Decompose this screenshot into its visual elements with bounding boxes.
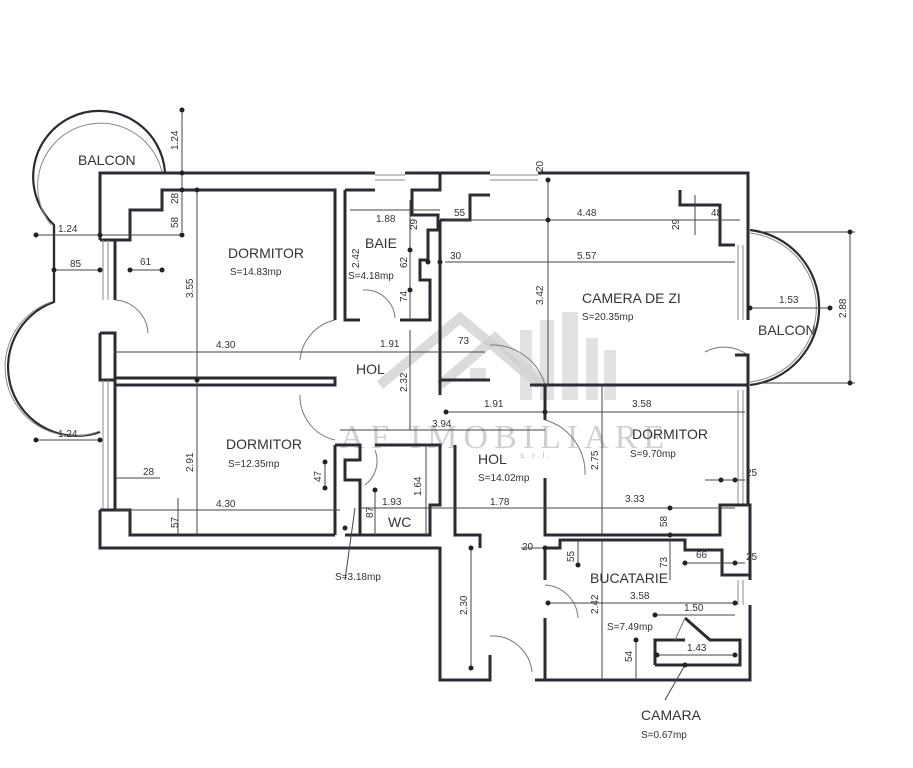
room-area-hol-2: S=14.02mp xyxy=(478,473,530,484)
dim-label: 1.50 xyxy=(684,603,704,614)
dim-label: 1.24 xyxy=(58,429,78,440)
room-label-camara: CAMARA xyxy=(641,707,702,723)
dim-label: 1.78 xyxy=(490,497,510,508)
dim-label: 48 xyxy=(711,208,723,219)
dim-label: 20 xyxy=(522,542,534,553)
room-label-dormitor-2: DORMITOR xyxy=(226,436,302,452)
dim-label: 1.24 xyxy=(170,130,181,150)
dim-label: 1.43 xyxy=(687,643,707,654)
room-area-camara: S=0.67mp xyxy=(641,730,687,741)
dim-label: 3.58 xyxy=(632,399,652,410)
dim-label: 3.58 xyxy=(630,591,650,602)
dim-label: 25 xyxy=(746,552,758,563)
dim-label: 57 xyxy=(170,516,181,528)
dim-label: 2.88 xyxy=(838,298,849,318)
dim-label: 74 xyxy=(399,290,410,302)
room-label-bucatarie: BUCATARIE xyxy=(590,570,668,586)
room-area-dormitor-1: S=14.83mp xyxy=(230,267,282,278)
watermark-logo-icon xyxy=(376,311,616,400)
room-label-baie: BAIE xyxy=(365,235,397,251)
dim-label: 1.64 xyxy=(413,476,424,496)
room-label-hol-1: HOL xyxy=(356,361,385,377)
dim-label: 62 xyxy=(399,256,410,268)
room-area-dormitor-3: S=9.70mp xyxy=(630,449,676,460)
balcon-left xyxy=(4,109,167,437)
dim-label: 1.53 xyxy=(779,295,799,306)
room-label-camera-de-zi: CAMERA DE ZI xyxy=(582,290,681,306)
dim-label: 28 xyxy=(170,192,181,204)
room-area-baie: S=4.18mp xyxy=(348,271,394,282)
dim-label: 73 xyxy=(458,336,470,347)
dim-label: 1.88 xyxy=(376,214,396,225)
dim-label: 30 xyxy=(450,251,462,262)
dim-label: 54 xyxy=(624,650,635,662)
room-area-dormitor-2: S=12.35mp xyxy=(228,459,280,470)
room-area-bucatarie: S=7.49mp xyxy=(607,622,653,633)
dim-label: 25 xyxy=(746,468,758,479)
dim-label: 66 xyxy=(696,550,708,561)
dim-label: 85 xyxy=(70,259,82,270)
watermark-text: AF IMOBILIARE xyxy=(340,419,670,456)
room-label-balcon-left: BALCON xyxy=(78,152,136,168)
dim-label: 61 xyxy=(140,257,152,268)
dim-label: 2.42 xyxy=(590,594,601,614)
dimension-labels: 1.24 28 58 1.24 85 61 3.55 4.30 1.24 1.8… xyxy=(58,130,849,662)
dim-label: 1.91 xyxy=(484,399,504,410)
room-label-hol-2: HOL xyxy=(478,451,507,467)
dim-label: 29 xyxy=(409,218,420,230)
dim-label: 3.94 xyxy=(432,419,452,430)
dim-label: 58 xyxy=(659,515,670,527)
dim-label: 3.33 xyxy=(625,494,645,505)
dim-label: 29 xyxy=(671,218,682,230)
dim-label: 2.91 xyxy=(185,452,196,472)
watermark-subtext: s.r.l. xyxy=(520,451,553,460)
dim-label: 4.48 xyxy=(577,208,597,219)
dim-label: 2.75 xyxy=(590,450,601,470)
dim-label: 3.42 xyxy=(535,285,546,305)
room-area-wc: S=3.18mp xyxy=(335,572,381,583)
dim-label: 55 xyxy=(454,208,466,219)
dim-label: 20 xyxy=(535,160,546,172)
dim-label: 4.30 xyxy=(216,499,236,510)
dim-label: 55 xyxy=(566,550,577,562)
dim-label: 87 xyxy=(365,506,376,518)
dim-label: 2.32 xyxy=(399,372,410,392)
dim-label: 47 xyxy=(313,470,324,482)
dim-label: 1.91 xyxy=(380,339,400,350)
room-label-dormitor-3: DORMITOR xyxy=(632,426,708,442)
dim-label: 73 xyxy=(659,556,670,568)
dim-label: 2.30 xyxy=(459,595,470,615)
dim-label: 4.30 xyxy=(216,340,236,351)
room-label-dormitor-1: DORMITOR xyxy=(228,245,304,261)
room-label-balcon-right: BALCON xyxy=(758,322,816,338)
dim-label: 58 xyxy=(170,216,181,228)
room-label-wc: WC xyxy=(388,514,411,530)
dim-label: 28 xyxy=(143,467,155,478)
dim-label: 2.42 xyxy=(351,248,362,268)
room-area-camera-de-zi: S=20.35mp xyxy=(582,312,634,323)
dim-label: 5.57 xyxy=(577,251,597,262)
dim-label: 1.93 xyxy=(382,497,402,508)
dimension-lines xyxy=(33,107,855,701)
dim-label: 1.24 xyxy=(58,224,78,235)
dim-label: 3.55 xyxy=(185,278,196,298)
